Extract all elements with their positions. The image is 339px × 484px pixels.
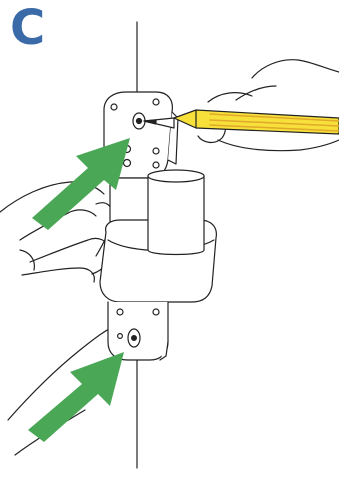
left-hand [0,181,113,283]
step-label: C [10,0,46,56]
pencil-icon [143,109,339,135]
wall-bracket [99,91,217,361]
lower-arrow-icon [28,352,124,442]
upper-arrow-icon [32,138,130,230]
bracket-holes [110,98,160,348]
right-hand [193,59,339,152]
